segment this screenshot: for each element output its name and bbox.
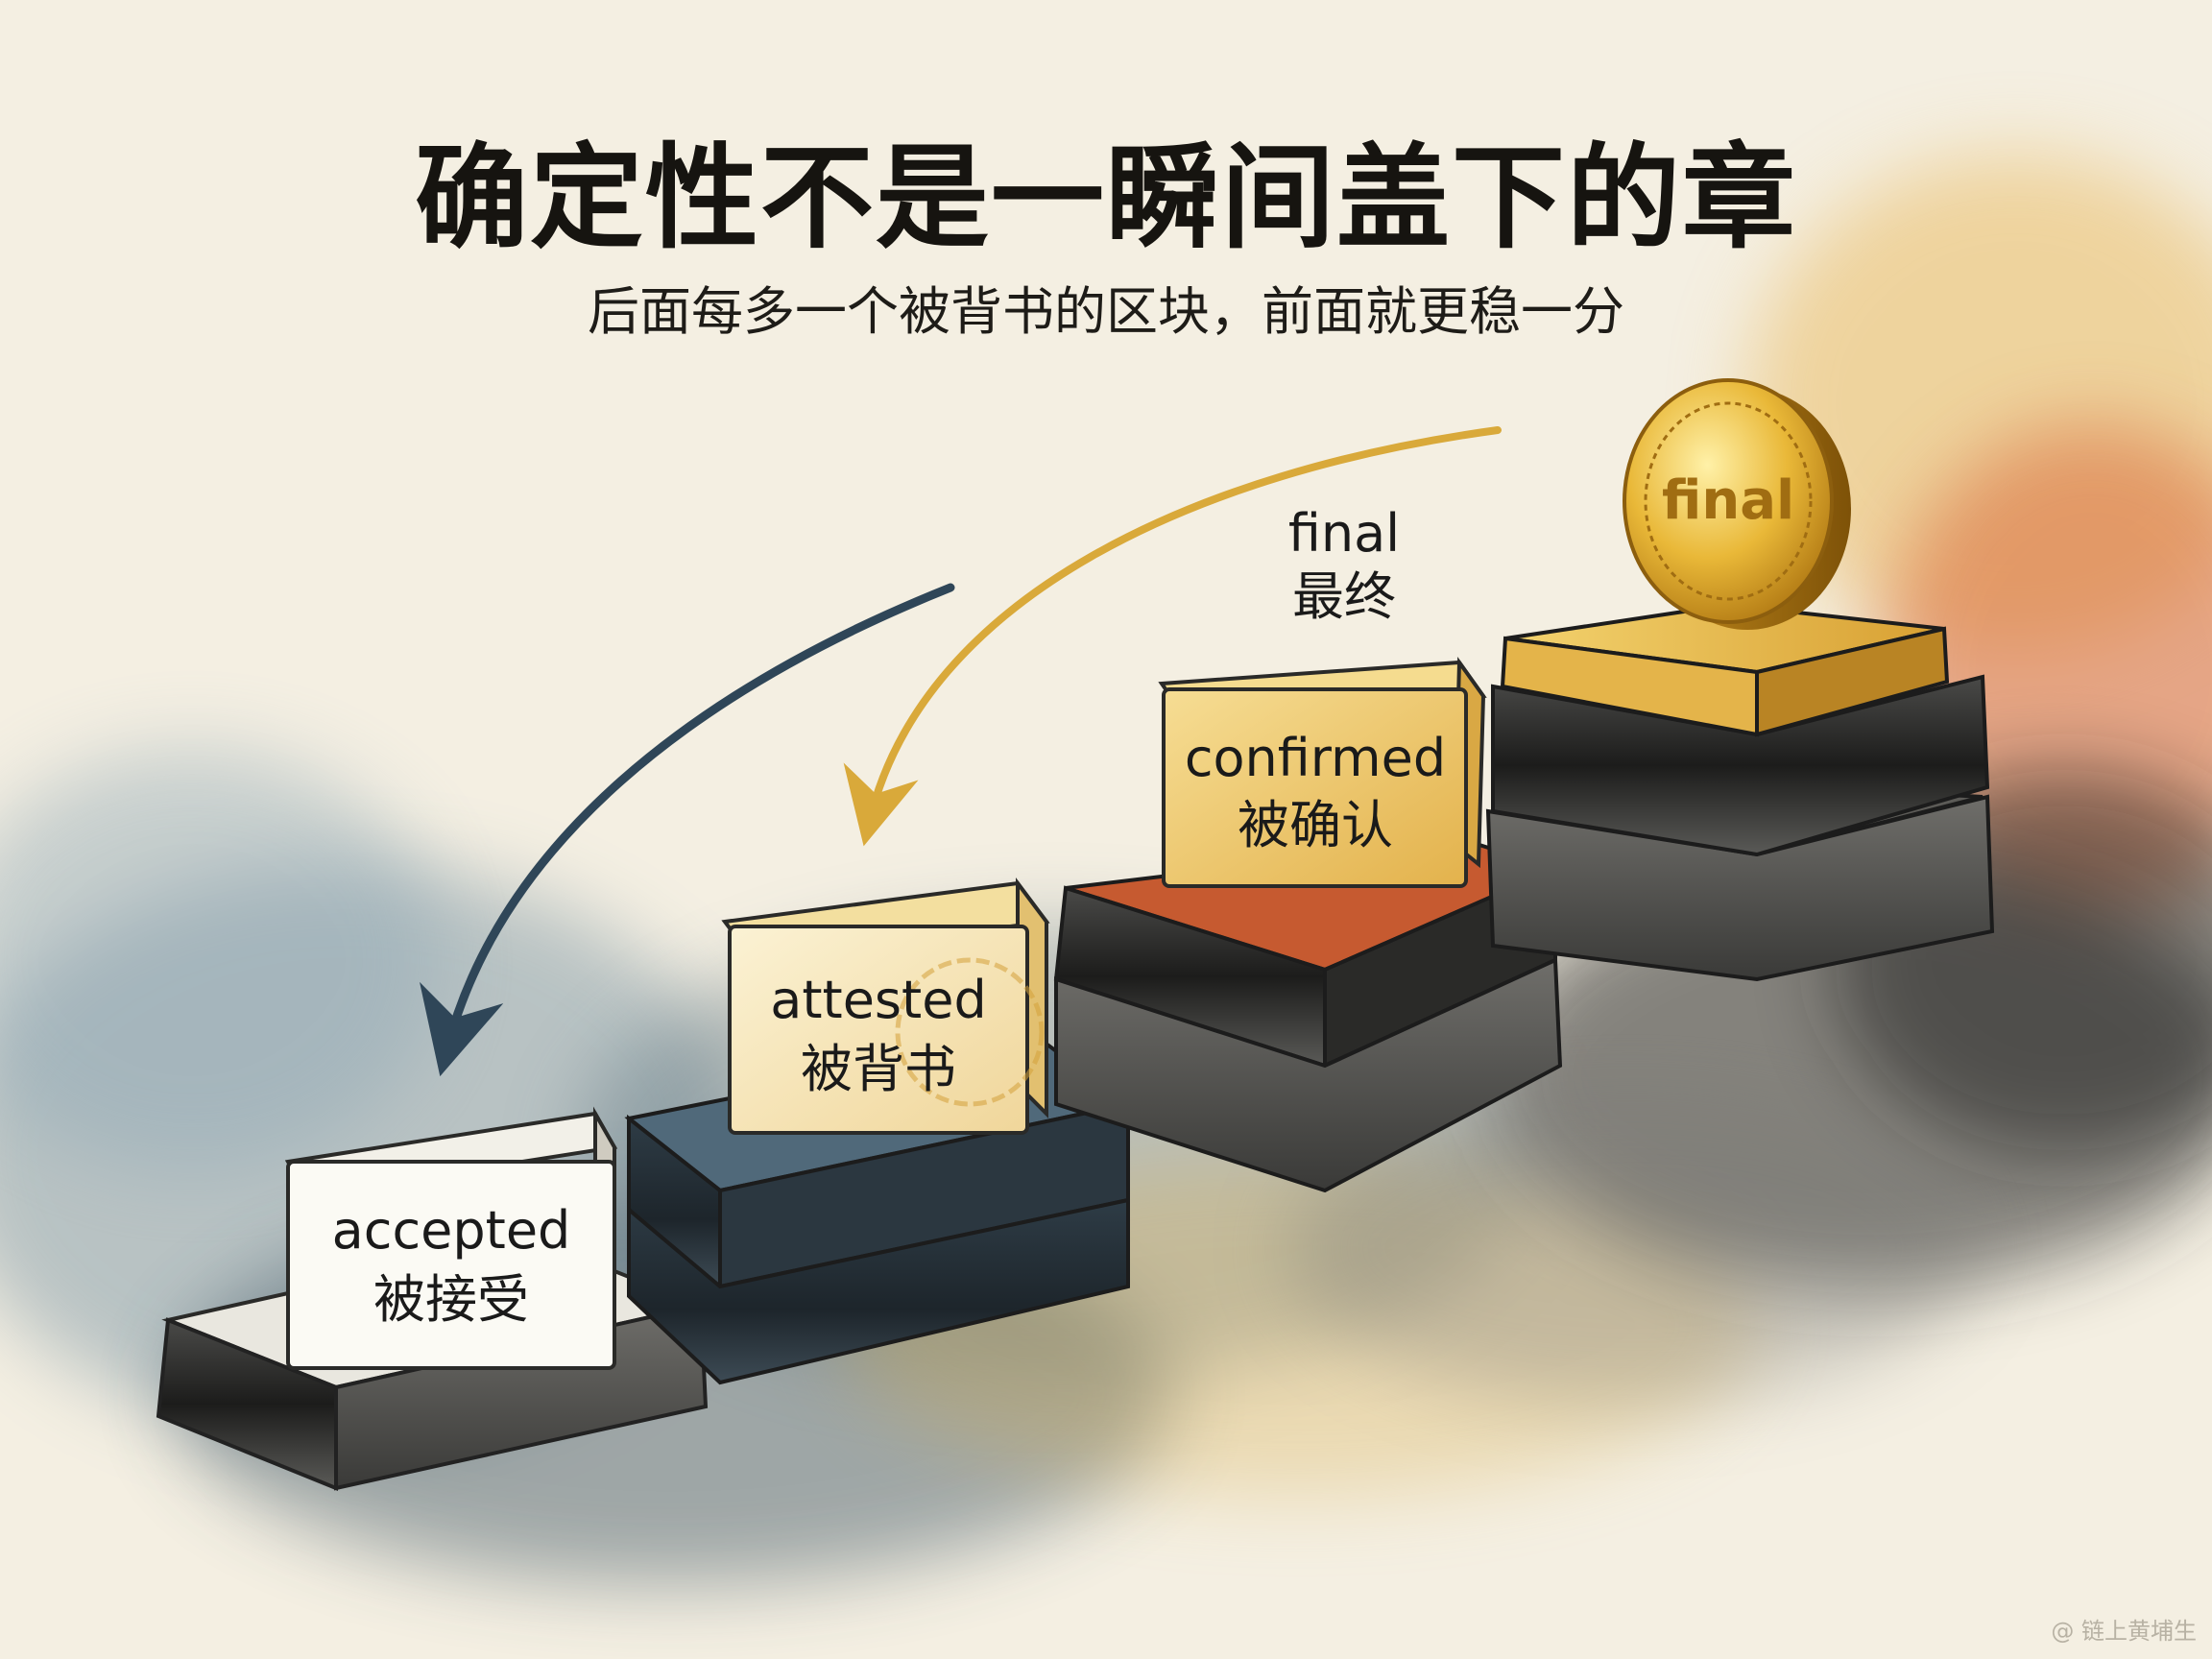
page-title: 确定性不是一瞬间盖下的章 [414, 131, 1797, 264]
seal-stamp-icon [895, 957, 1045, 1107]
stage-label-en: final [1288, 503, 1400, 564]
stage-label-en: confirmed [1185, 728, 1446, 788]
stage-label-zh: 最终 [1292, 566, 1396, 627]
stage-final: final [1485, 378, 1995, 982]
page-subtitle: 后面每多一个被背书的区块，前面就更稳一分 [588, 281, 1624, 342]
watermark: @ 链上黄埔生 [2051, 1612, 2197, 1646]
stage-label-zh: 被背书 [801, 1039, 956, 1099]
stage-confirmed: confirmed 被确认 [1053, 656, 1563, 1193]
stage-label-zh: 被接受 [373, 1269, 529, 1330]
stage-label-zh: 被确认 [1238, 795, 1393, 855]
block-face [286, 1160, 616, 1370]
stage-label-en: attested [770, 970, 986, 1030]
base-slab2-side [1054, 956, 1563, 1193]
coin-text: final [1662, 469, 1794, 532]
block-face [1162, 687, 1468, 888]
watermark-text: @ 链上黄埔生 [2051, 1618, 2197, 1645]
gold-slab-side-right [1755, 626, 1950, 737]
base-slab2-side [627, 1197, 1130, 1385]
block-face [728, 925, 1029, 1135]
stage-label-en: accepted [332, 1200, 571, 1261]
final-coin-icon: final [1623, 378, 1851, 630]
arrow-to-attested [843, 426, 1502, 847]
arrow-to-accepted [420, 583, 955, 1077]
stage-accepted: accepted 被接受 [156, 1106, 709, 1491]
